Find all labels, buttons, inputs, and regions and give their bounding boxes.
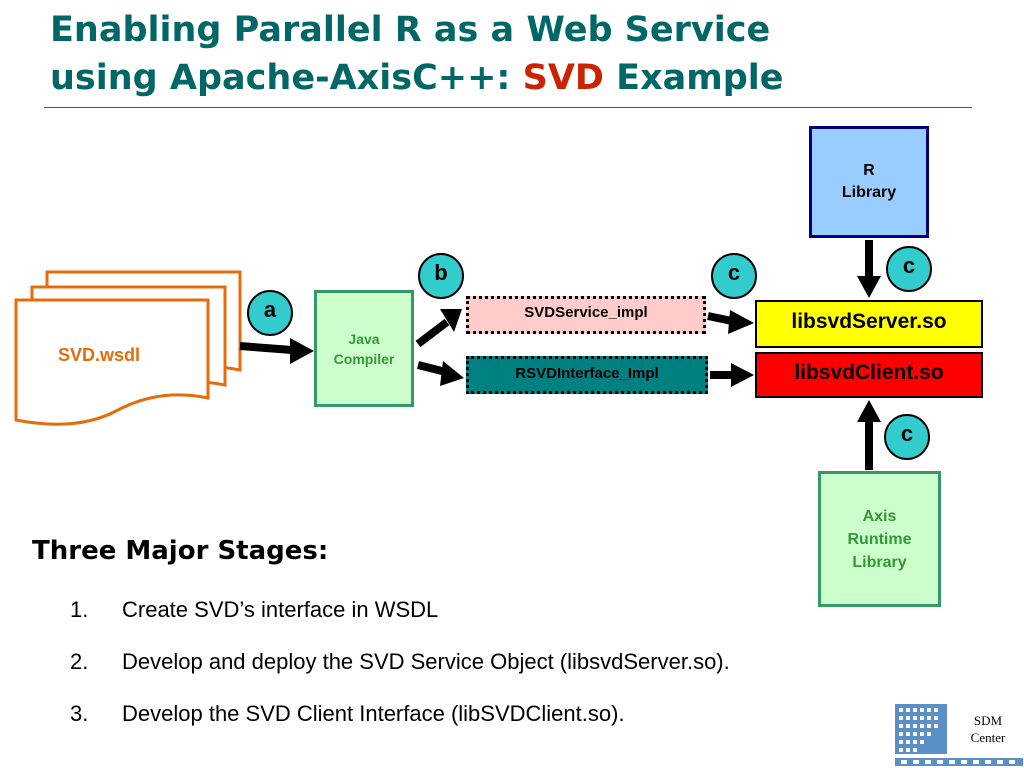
list-item-number: 1.: [70, 597, 89, 622]
r-library-box: R Library: [809, 126, 929, 238]
title-divider: [44, 107, 972, 108]
libsvd-server-box: libsvdServer.so: [755, 300, 983, 348]
logo-line2: Center: [970, 730, 1006, 745]
arrow-compiler-to-interface-head: [440, 361, 464, 386]
logo-text: SDM Center: [956, 712, 1020, 746]
arrow-compiler-to-interface: [417, 361, 447, 376]
wsdl-page-front: [14, 298, 210, 426]
stages-heading: Three Major Stages:: [32, 536, 329, 566]
arrow-interface-to-client-head: [731, 363, 754, 387]
java-compiler-line2: Compiler: [333, 350, 395, 367]
list-item-text: Develop and deploy the SVD Service Objec…: [122, 649, 730, 674]
rsvd-interface-impl-label: RSVDInterface_Impl: [515, 364, 659, 382]
libsvd-server-label: libsvdServer.so: [791, 310, 947, 333]
badge-b: b: [418, 253, 464, 299]
rsvd-interface-impl-box: RSVDInterface_Impl: [466, 356, 708, 394]
badge-a: a: [247, 290, 293, 336]
wsdl-file-label: SVD.wsdl: [58, 345, 141, 365]
arrow-wsdl-to-compiler-head: [290, 338, 314, 364]
arrows: [239, 240, 881, 470]
title-highlight: SVD: [522, 58, 604, 98]
list-item-number: 3.: [70, 701, 89, 726]
title-line2-suffix: Example: [603, 58, 784, 98]
arrow-service-to-server-head: [728, 310, 754, 334]
list-item-text: Create SVD’s interface in WSDL: [122, 597, 439, 622]
svd-service-impl-box: SVDService_impl: [466, 296, 706, 334]
badge-c-axis: c: [884, 414, 930, 460]
badge-c-rlib: c: [886, 246, 932, 292]
list-item-text: Develop the SVD Client Interface (libSVD…: [122, 701, 625, 726]
arrow-wsdl-to-compiler: [239, 342, 293, 354]
arrow-service-to-server: [707, 312, 733, 325]
badge-c-service: c: [711, 253, 757, 299]
list-item-number: 2.: [70, 649, 89, 674]
r-library-line1: R: [863, 162, 875, 179]
libsvd-client-box: libsvdClient.so: [755, 352, 983, 398]
arrow-axis-to-client-head: [857, 400, 881, 422]
title-line1: Enabling Parallel R as a Web Service: [50, 10, 771, 50]
axis-runtime-line3: Library: [852, 553, 907, 571]
svd-service-impl-label: SVDService_impl: [524, 304, 648, 321]
wsdl-document-stack: [14, 270, 242, 426]
title-line2-prefix: using Apache-AxisC++:: [50, 58, 523, 98]
axis-runtime-line2: Runtime: [847, 530, 912, 548]
arrow-rlib-to-server-head: [857, 276, 881, 298]
sdm-center-logo: [895, 704, 1023, 766]
slide-title: Enabling Parallel R as a Web Service usi…: [50, 6, 990, 102]
logo-grid-icon: [895, 704, 1023, 766]
arrow-compiler-to-service: [415, 318, 450, 348]
java-compiler-box: Java Compiler: [314, 290, 414, 407]
java-compiler-line1: Java: [348, 330, 380, 347]
arrow-compiler-to-service-head: [440, 309, 462, 332]
r-library-line2: Library: [841, 184, 897, 201]
logo-line1: SDM: [973, 713, 1003, 728]
axis-runtime-box: Axis Runtime Library: [818, 471, 941, 607]
axis-runtime-line1: Axis: [862, 507, 897, 525]
libsvd-client-label: libsvdClient.so: [794, 361, 944, 384]
